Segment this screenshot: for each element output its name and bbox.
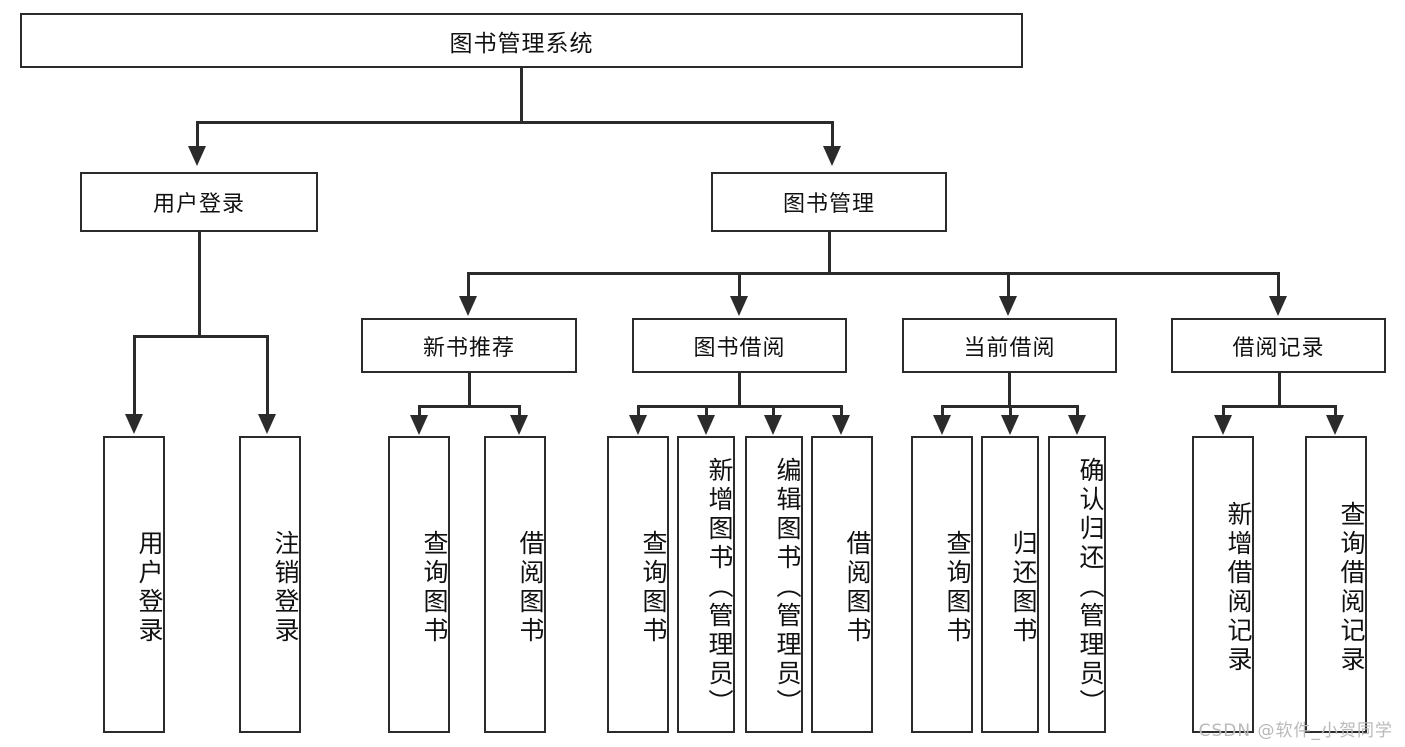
edge-borrow-record-stem bbox=[1278, 373, 1281, 406]
edge-borrow-record-leaf-2 bbox=[1334, 405, 1337, 417]
edge-book-manage-stem bbox=[828, 232, 831, 273]
edge-to-borrow-record bbox=[1277, 272, 1280, 298]
watermark: CSDN @软件_小贺同学 bbox=[1198, 721, 1393, 741]
leaf-current-confirm-return[interactable]: 确认归还（管理员） bbox=[1048, 436, 1106, 733]
edge-user-login-stem bbox=[198, 232, 201, 335]
edge-borrow-record-bus bbox=[1222, 405, 1337, 408]
leaf-borrow-query-book[interactable]: 查询图书 bbox=[607, 436, 669, 733]
edge-book-borrow-leaf-1 bbox=[637, 405, 640, 417]
node-label: 用户登录 bbox=[152, 192, 245, 217]
edge-level1-bus bbox=[196, 121, 834, 124]
edge-new-book-bus bbox=[418, 405, 521, 408]
leaf-record-add-record[interactable]: 新增借阅记录 bbox=[1192, 436, 1254, 733]
leaf-recommend-query-book[interactable]: 查询图书 bbox=[388, 436, 450, 733]
edge-book-borrow-leaf-4 bbox=[840, 405, 843, 417]
node-label: 注销登录 bbox=[271, 529, 300, 646]
leaf-logout[interactable]: 注销登录 bbox=[239, 436, 301, 733]
edge-current-borrow-leaf-3 bbox=[1076, 405, 1079, 417]
edge-root-stem bbox=[520, 68, 523, 121]
edge-new-book-stem bbox=[468, 373, 471, 406]
node-label: 新增图书（管理员） bbox=[705, 457, 734, 718]
node-label: 图书借阅 bbox=[693, 335, 786, 361]
node-label: 借阅图书 bbox=[843, 529, 872, 646]
arrow-to-user-login bbox=[188, 146, 206, 166]
node-current-borrow[interactable]: 当前借阅 bbox=[902, 318, 1117, 373]
edge-to-book-manage bbox=[831, 121, 834, 148]
edge-current-borrow-stem bbox=[1008, 373, 1011, 406]
node-label: 当前借阅 bbox=[963, 335, 1056, 361]
edge-level2-bus bbox=[467, 272, 1280, 275]
edge-current-borrow-leaf-2 bbox=[1009, 405, 1012, 417]
leaf-user-login[interactable]: 用户登录 bbox=[103, 436, 165, 733]
leaf-borrow-borrow-book[interactable]: 借阅图书 bbox=[811, 436, 873, 733]
node-label: 新书推荐 bbox=[422, 335, 515, 361]
leaf-record-query-record[interactable]: 查询借阅记录 bbox=[1305, 436, 1367, 733]
arrow-new-book-leaf-1 bbox=[410, 415, 428, 435]
node-borrow-record[interactable]: 借阅记录 bbox=[1171, 318, 1386, 373]
node-book-borrow[interactable]: 图书借阅 bbox=[632, 318, 847, 373]
edge-current-borrow-leaf-1 bbox=[941, 405, 944, 417]
edge-book-borrow-stem bbox=[738, 373, 741, 406]
arrow-user-login-leaf-2 bbox=[258, 414, 276, 434]
leaf-current-query-book[interactable]: 查询图书 bbox=[911, 436, 973, 733]
arrow-current-borrow-leaf-2 bbox=[1001, 415, 1019, 435]
node-label: 用户登录 bbox=[135, 529, 164, 646]
edge-book-borrow-bus bbox=[637, 405, 843, 408]
node-label: 确认归还（管理员） bbox=[1076, 457, 1105, 718]
node-label: 查询图书 bbox=[943, 529, 972, 646]
leaf-borrow-add-book[interactable]: 新增图书（管理员） bbox=[677, 436, 735, 733]
arrow-to-new-book bbox=[459, 296, 477, 316]
edge-to-current-borrow bbox=[1007, 272, 1010, 298]
edge-user-login-leaf-1 bbox=[133, 335, 136, 416]
node-label: 图书管理系统 bbox=[449, 30, 594, 57]
edge-borrow-record-leaf-1 bbox=[1222, 405, 1225, 417]
arrow-book-borrow-leaf-1 bbox=[629, 415, 647, 435]
leaf-current-return-book[interactable]: 归还图书 bbox=[981, 436, 1039, 733]
arrow-to-book-manage bbox=[823, 146, 841, 166]
arrow-user-login-leaf-1 bbox=[125, 414, 143, 434]
node-label: 编辑图书（管理员） bbox=[773, 457, 802, 718]
arrow-current-borrow-leaf-1 bbox=[933, 415, 951, 435]
node-label: 图书管理 bbox=[782, 192, 875, 217]
edge-new-book-leaf-2 bbox=[518, 405, 521, 417]
arrow-current-borrow-leaf-3 bbox=[1068, 415, 1086, 435]
node-book-manage[interactable]: 图书管理 bbox=[711, 172, 947, 232]
edge-book-borrow-leaf-3 bbox=[772, 405, 775, 417]
arrow-to-borrow-record bbox=[1269, 296, 1287, 316]
leaf-borrow-edit-book[interactable]: 编辑图书（管理员） bbox=[745, 436, 803, 733]
arrow-to-current-borrow bbox=[999, 296, 1017, 316]
edge-to-book-borrow bbox=[738, 272, 741, 298]
node-root-system[interactable]: 图书管理系统 bbox=[20, 13, 1023, 68]
arrow-book-borrow-leaf-4 bbox=[832, 415, 850, 435]
node-label: 查询图书 bbox=[420, 529, 449, 646]
node-label: 查询借阅记录 bbox=[1337, 500, 1366, 675]
edge-user-login-bus bbox=[133, 335, 269, 338]
edge-to-new-book bbox=[467, 272, 470, 298]
edge-user-login-leaf-2 bbox=[266, 335, 269, 416]
node-label: 借阅图书 bbox=[516, 529, 545, 646]
arrow-new-book-leaf-2 bbox=[510, 415, 528, 435]
node-label: 查询图书 bbox=[639, 529, 668, 646]
edge-book-borrow-leaf-2 bbox=[705, 405, 708, 417]
arrow-borrow-record-leaf-1 bbox=[1214, 415, 1232, 435]
node-new-book-recommend[interactable]: 新书推荐 bbox=[361, 318, 577, 373]
arrow-to-book-borrow bbox=[730, 296, 748, 316]
node-label: 归还图书 bbox=[1009, 529, 1038, 646]
node-user-login[interactable]: 用户登录 bbox=[80, 172, 318, 232]
arrow-book-borrow-leaf-3 bbox=[764, 415, 782, 435]
node-label: 借阅记录 bbox=[1232, 335, 1325, 361]
edge-to-user-login bbox=[196, 121, 199, 148]
arrow-borrow-record-leaf-2 bbox=[1326, 415, 1344, 435]
edge-new-book-leaf-1 bbox=[418, 405, 421, 417]
arrow-book-borrow-leaf-2 bbox=[697, 415, 715, 435]
leaf-recommend-borrow-book[interactable]: 借阅图书 bbox=[484, 436, 546, 733]
node-label: 新增借阅记录 bbox=[1224, 500, 1253, 675]
